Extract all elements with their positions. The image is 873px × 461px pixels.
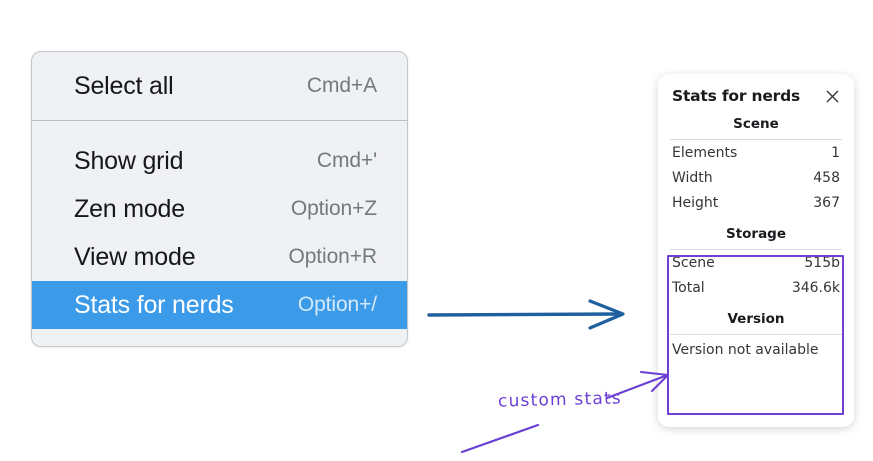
menu-item-shortcut: Cmd+A bbox=[306, 74, 377, 97]
menu-item-stats-for-nerds[interactable]: Stats for nerds Option+/ bbox=[32, 281, 407, 329]
version-note: Version not available bbox=[672, 342, 819, 358]
menu-item-shortcut: Option+/ bbox=[297, 293, 377, 316]
context-menu[interactable]: Select all Cmd+A Show grid Cmd+' Zen mod… bbox=[31, 51, 408, 347]
stat-key: Height bbox=[672, 195, 719, 211]
panel-body: Scene Elements 1 Width 458 Height 367 St… bbox=[658, 105, 854, 362]
stat-value: 515b bbox=[804, 255, 840, 271]
stat-key: Scene bbox=[672, 255, 715, 271]
stat-value: 346.6k bbox=[791, 280, 840, 296]
menu-item-label: View mode bbox=[74, 242, 196, 271]
stat-value: 458 bbox=[813, 170, 840, 186]
stats-for-nerds-panel[interactable]: Stats for nerds Scene Elements 1 Width 4… bbox=[658, 74, 854, 427]
menu-item-shortcut: Option+Z bbox=[290, 197, 377, 220]
menu-item-shortcut: Cmd+' bbox=[316, 149, 377, 172]
menu-item-label: Zen mode bbox=[74, 194, 185, 223]
section-divider bbox=[670, 334, 842, 335]
section-heading-storage: Storage bbox=[725, 226, 787, 242]
section-divider bbox=[670, 249, 842, 250]
menu-group-primary: Select all Cmd+A bbox=[32, 52, 407, 121]
close-icon[interactable] bbox=[824, 88, 841, 105]
menu-item-zen-mode[interactable]: Zen mode Option+Z bbox=[32, 185, 407, 233]
stat-key: Elements bbox=[672, 145, 738, 161]
section-heading-version: Version bbox=[727, 311, 785, 327]
menu-item-view-mode[interactable]: View mode Option+R bbox=[32, 233, 407, 281]
menu-item-shortcut: Option+R bbox=[288, 245, 377, 268]
menu-item-show-grid[interactable]: Show grid Cmd+' bbox=[32, 137, 407, 185]
stat-row-height: Height 367 bbox=[669, 190, 843, 215]
stat-value: 367 bbox=[813, 195, 840, 211]
stat-value: 1 bbox=[831, 145, 840, 161]
panel-header: Stats for nerds bbox=[658, 74, 854, 105]
menu-item-label: Show grid bbox=[74, 146, 184, 175]
stat-row-storage-total: Total 346.6k bbox=[669, 275, 843, 300]
section-divider bbox=[670, 139, 842, 140]
menu-item-select-all[interactable]: Select all Cmd+A bbox=[32, 62, 407, 110]
blue-arrow-to-panel bbox=[427, 299, 625, 330]
menu-item-label: Stats for nerds bbox=[74, 290, 234, 319]
menu-group-secondary: Show grid Cmd+' Zen mode Option+Z View m… bbox=[32, 121, 407, 346]
menu-footer-spacer bbox=[32, 329, 407, 346]
stat-key: Total bbox=[672, 280, 705, 296]
stat-row-width: Width 458 bbox=[669, 165, 843, 190]
section-heading-scene: Scene bbox=[733, 116, 779, 132]
menu-item-label: Select all bbox=[74, 71, 174, 100]
stat-key: Width bbox=[672, 170, 713, 186]
purple-underline-stroke bbox=[460, 423, 540, 454]
stat-row-elements: Elements 1 bbox=[669, 140, 843, 165]
annotation-label-custom-stats: custom stats bbox=[497, 388, 623, 412]
panel-title: Stats for nerds bbox=[672, 87, 801, 105]
stat-row-storage-scene: Scene 515b bbox=[669, 250, 843, 275]
